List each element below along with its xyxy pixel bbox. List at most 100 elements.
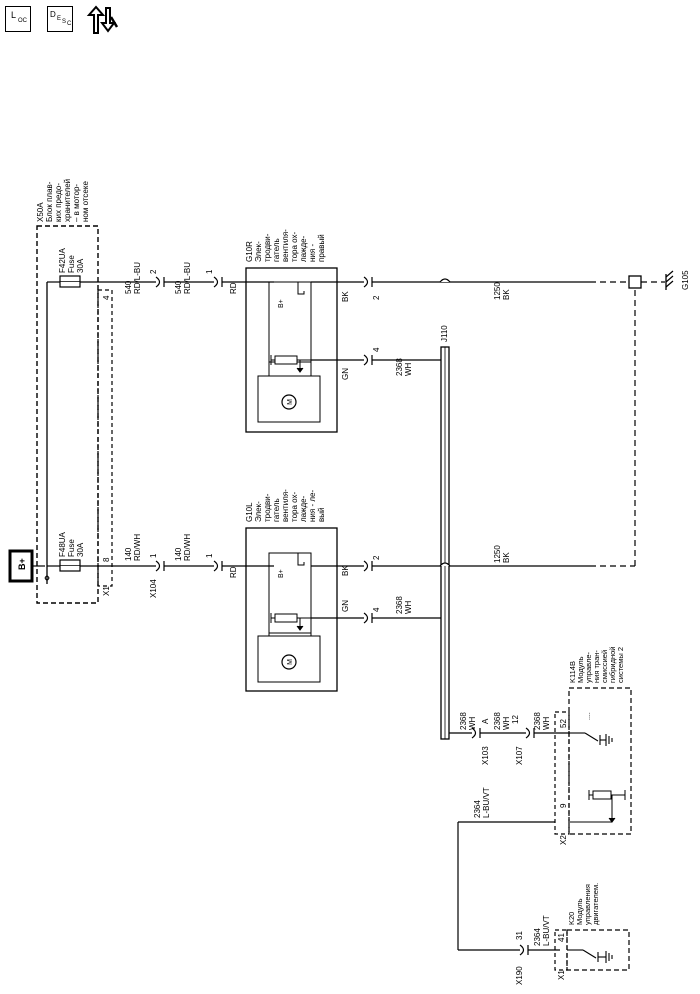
- g10r-pin4-connector: [363, 354, 369, 366]
- svg-text:гатель: гатель: [272, 498, 281, 522]
- g10l-pin-2: 2: [372, 555, 381, 560]
- x107-pin: 12: [511, 715, 520, 724]
- wire1250-upper-num: 1250: [493, 282, 502, 300]
- arrows-wrench-icon[interactable]: [86, 5, 120, 35]
- svg-text:хранителей: хранителей: [63, 179, 72, 222]
- svg-text:смиссией: смиссией: [600, 650, 609, 683]
- x104-label: X104: [149, 579, 158, 598]
- svg-text:вый: вый: [317, 508, 326, 522]
- g10l-pin4-connector: [363, 612, 369, 624]
- svg-text:G10R: G10R: [245, 241, 254, 262]
- svg-text:Элек-: Элек-: [254, 241, 263, 262]
- fuse-f42ua: F42UA Fuse 30A: [47, 247, 85, 288]
- wire1250-lower-color: BK: [502, 552, 511, 563]
- wire2368-upper-num: 2368: [395, 358, 404, 376]
- x1-connector: [97, 289, 113, 587]
- g10r-gn-label: GN: [341, 368, 350, 380]
- svg-text:G10L: G10L: [245, 502, 254, 522]
- x107-connector: [525, 727, 531, 739]
- svg-text:вентиля-: вентиля-: [281, 229, 290, 262]
- fuse-f48ua: F48UA Fuse 30A: [47, 531, 85, 572]
- svg-text:30A: 30A: [76, 542, 85, 557]
- wire140-upper-color: RD/WH: [133, 534, 142, 561]
- wire2368-lower-num: 2368: [395, 596, 404, 614]
- g10r-pin-2: 2: [372, 295, 381, 300]
- g10l-pin2-connector: [363, 560, 369, 572]
- g10l-pin1-connector: [213, 560, 219, 572]
- desc-big-letter-2: E: [57, 16, 62, 22]
- svg-text:K20: K20: [567, 912, 576, 925]
- svg-text:Модуль: Модуль: [576, 656, 585, 683]
- x2-pin-52: 52: [559, 719, 568, 728]
- x103-label: X103: [481, 746, 490, 765]
- wire2368-upper-color: WH: [404, 362, 413, 376]
- g10l-rd-label: RD: [229, 566, 238, 578]
- g10l-gn-label: GN: [341, 600, 350, 612]
- x104-pin-2: 2: [149, 269, 158, 274]
- svg-text:Fuse: Fuse: [67, 255, 76, 273]
- desc-button[interactable]: D E S C: [47, 6, 73, 32]
- x1-pin-8: 8: [102, 557, 111, 562]
- g10r-fan-motor: G10R Элек- тродви- гатель вентиля- тора …: [245, 229, 338, 433]
- g10r-bk-label: BK: [341, 291, 350, 302]
- svg-text:ном отсеке: ном отсеке: [81, 181, 90, 222]
- toolbar: L OC D E S C: [0, 0, 160, 44]
- desc-small-letter-1: S: [62, 19, 67, 25]
- x1-k20-label: X1: [557, 970, 566, 980]
- svg-text:управления: управления: [583, 884, 592, 925]
- k20-label: K20 Модуль управления двигателем.: [567, 883, 600, 925]
- g10l-fan-motor: G10L Элек- тродви- гатель вентиля- тора …: [245, 489, 338, 692]
- svg-text:системы 2: системы 2: [616, 647, 625, 683]
- g10l-bk-label: BK: [341, 565, 350, 576]
- svg-text:F48UA: F48UA: [58, 531, 67, 557]
- svg-text:лажде-: лажде-: [299, 235, 308, 262]
- wire2364-upper-color: L-BU/VT: [482, 787, 491, 818]
- x103-wire-num: 2368: [459, 712, 468, 730]
- x107-wire2-color: WH: [542, 716, 551, 730]
- svg-text:правый: правый: [317, 234, 326, 262]
- x190-label: X190: [515, 966, 524, 985]
- svg-text:гибридной: гибридной: [608, 647, 617, 683]
- svg-text:тродви-: тродви-: [263, 493, 272, 522]
- svg-text:ния -: ния -: [308, 244, 317, 262]
- x1-k20-pin: 41: [557, 933, 566, 942]
- svg-text:лажде-: лажде-: [299, 495, 308, 522]
- g10r-pin2-connector: [363, 276, 369, 288]
- splice-node: [628, 275, 642, 289]
- svg-text:гатель: гатель: [272, 238, 281, 262]
- g105-label: G105: [681, 270, 690, 290]
- svg-text:F42UA: F42UA: [58, 247, 67, 273]
- svg-text:....: ....: [585, 712, 592, 720]
- loc-button[interactable]: L OC: [5, 6, 31, 32]
- wire540-lower-num: 540: [174, 280, 183, 294]
- loc-small-letters: OC: [18, 18, 27, 24]
- x103-pin: A: [481, 718, 490, 724]
- k114b-label: K114B Модуль управле- ния тран- смиссией…: [568, 647, 625, 683]
- svg-text:Блок плав-: Блок плав-: [45, 181, 54, 222]
- x1-label: X1: [102, 586, 111, 596]
- x50a-label: X50A Блок плав- ких предо- хранителей – …: [36, 179, 90, 222]
- svg-text:вентиля-: вентиля-: [281, 489, 290, 522]
- loc-big-letter: L: [11, 10, 17, 20]
- svg-text:B+: B+: [278, 299, 285, 308]
- wire540-upper-num: 540: [124, 280, 133, 294]
- x107-wire2-num: 2368: [533, 712, 542, 730]
- svg-text:Элек-: Элек-: [254, 501, 263, 522]
- g10r-pin1-connector: [213, 276, 219, 288]
- svg-text:тродви-: тродви-: [263, 233, 272, 262]
- wire2364-upper-num: 2364: [473, 800, 482, 818]
- wire2364-lower-num: 2364: [533, 928, 542, 946]
- x190-connector: [519, 944, 525, 956]
- k20-switch: [567, 949, 613, 963]
- wire540-upper-color: RD/L-BU: [133, 262, 142, 294]
- svg-text:Модуль: Модуль: [575, 898, 584, 925]
- x2-connector: [554, 711, 570, 835]
- x104-pin-1: 1: [149, 553, 158, 558]
- x50a-fuse-box: [36, 225, 99, 604]
- x190-pin: 31: [515, 931, 524, 940]
- svg-text:B+: B+: [278, 569, 285, 578]
- g10r-rd-label: RD: [229, 282, 238, 294]
- wire2364-lower-color: L-BU/VT: [542, 915, 551, 946]
- wire540-lower-color: RD/L-BU: [183, 262, 192, 294]
- svg-text:– в мотор-: – в мотор-: [72, 184, 81, 222]
